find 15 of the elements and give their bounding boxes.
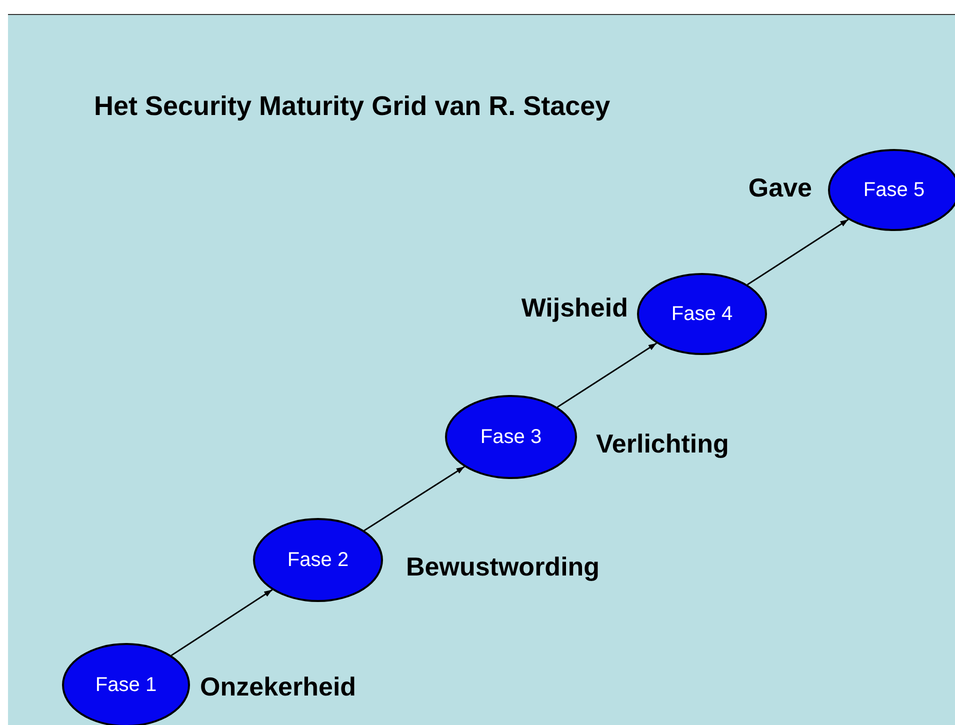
arrow: [556, 342, 657, 408]
phase-label: Fase 2: [287, 548, 349, 572]
arrow: [747, 218, 849, 286]
phase-name: Onzekerheid: [200, 672, 356, 702]
arrow: [171, 589, 273, 656]
title: Het Security Maturity Grid van R. Stacey: [94, 91, 610, 122]
phase-label: Fase 1: [95, 674, 157, 696]
arrow: [364, 466, 465, 532]
phase-name: Verlichting: [596, 428, 729, 460]
phase-label: Fase 3: [480, 426, 542, 448]
phase-label: Fase 5: [863, 178, 925, 202]
phase-label: Fase 4: [671, 302, 733, 326]
phase-name: Gave: [748, 172, 812, 204]
phase-name: Wijsheid: [521, 292, 628, 324]
phase-name: Bewustwording: [406, 552, 600, 582]
